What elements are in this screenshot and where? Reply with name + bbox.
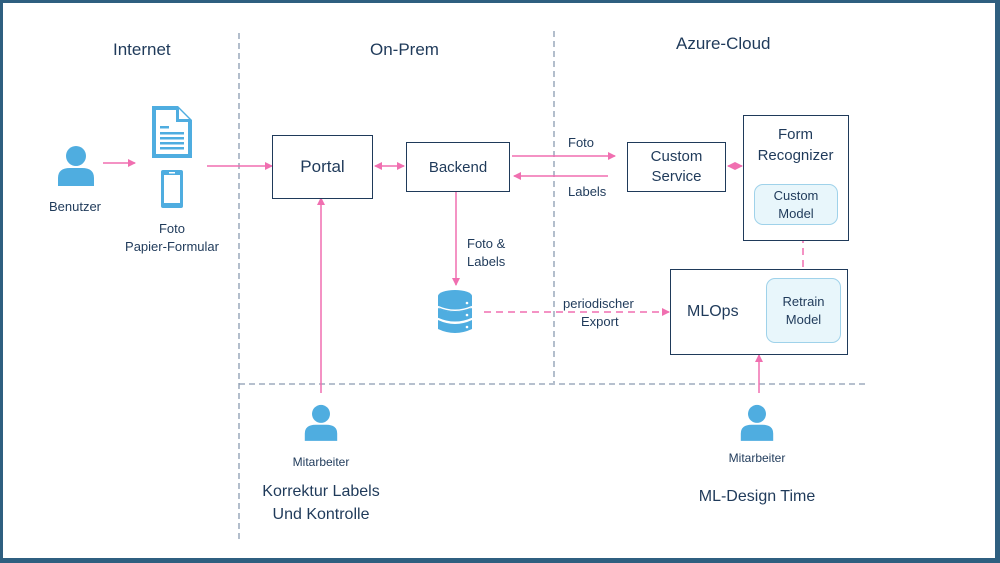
edge-label-foto-labels-line2: Labels — [467, 254, 506, 269]
retrain-model-label-line1: Retrain — [782, 293, 825, 309]
edge-label-foto: Foto — [568, 135, 595, 150]
edge-label-foto-labels-line1: Foto & — [467, 236, 506, 251]
backend-box[interactable]: Backend — [406, 142, 510, 192]
documents-label-line1: Foto — [158, 221, 185, 236]
zone-title-internet: Internet — [113, 40, 171, 59]
retrain-model-box[interactable]: Retrain Model — [766, 278, 841, 343]
actor-mitarbeiter-right-label: Mitarbeiter — [728, 451, 786, 465]
database-icon — [437, 290, 473, 333]
form-recognizer-label-line2: Recognizer — [757, 147, 834, 164]
custom-service-box[interactable]: Custom Service — [627, 142, 726, 192]
zone-title-azure: Azure-Cloud — [676, 34, 771, 53]
form-recognizer-box[interactable]: Form Recognizer Custom Model — [743, 115, 849, 241]
zone-label-ml-design-time: ML-Design Time — [698, 488, 816, 505]
custom-service-label-line1: Custom — [650, 148, 703, 165]
custom-model-label-line1: Custom — [773, 187, 819, 203]
smartphone-icon — [161, 170, 183, 208]
zone-label-korrektur-line1: Korrektur Labels — [262, 483, 380, 500]
form-recognizer-label-line1: Form — [778, 126, 813, 143]
portal-box[interactable]: Portal — [272, 135, 373, 199]
actor-benutzer-label: Benutzer — [48, 199, 102, 214]
edge-label-export-line2: Export — [581, 314, 619, 329]
retrain-model-label-line2: Model — [785, 311, 822, 327]
actor-mitarbeiter-left-label: Mitarbeiter — [292, 455, 350, 469]
custom-model-label-line2: Model — [778, 205, 814, 221]
employee-icon-right — [740, 404, 774, 441]
zone-title-onprem: On-Prem — [370, 40, 439, 59]
document-icon — [152, 106, 192, 158]
documents-label-line2: Papier-Formular — [125, 239, 219, 254]
zone-label-korrektur-line2: Und Kontrolle — [272, 506, 370, 523]
custom-service-label-line2: Service — [651, 168, 702, 185]
employee-icon-left — [304, 404, 338, 441]
diagram-canvas: Internet On-Prem Azure-Cloud Benutzer Fo… — [3, 3, 995, 558]
mlops-box[interactable]: MLOps Retrain Model — [670, 269, 848, 355]
custom-model-box[interactable]: Custom Model — [754, 184, 838, 225]
portal-label: Portal — [300, 157, 345, 176]
edge-label-labels: Labels — [568, 184, 607, 199]
edge-label-export-line1: periodischer — [563, 296, 634, 311]
user-icon — [58, 146, 94, 186]
backend-label: Backend — [428, 158, 488, 176]
mlops-label: MLOps — [687, 303, 739, 320]
